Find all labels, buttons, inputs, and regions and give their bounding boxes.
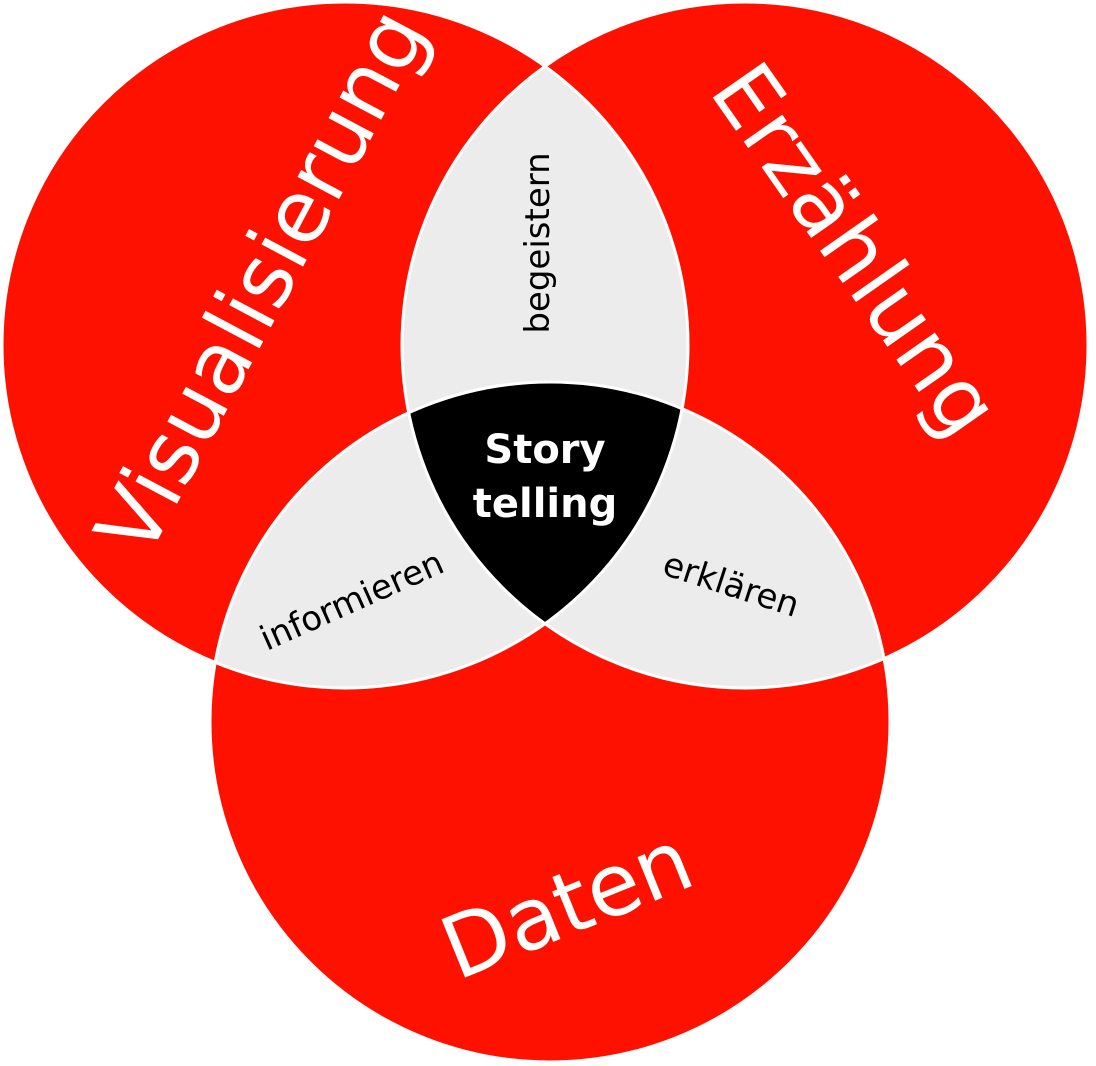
intersection-erzaehlung-daten [402,382,890,688]
center-label-line1: Story [484,427,605,473]
label-begeistern: begeistern [518,152,558,333]
outline-visualisierung [0,0,690,690]
intersection-visualisierung-daten [210,382,688,688]
center-label-line2: telling [473,481,618,527]
outline-daten [208,380,892,1064]
outline-erzaehlung [400,0,1090,690]
